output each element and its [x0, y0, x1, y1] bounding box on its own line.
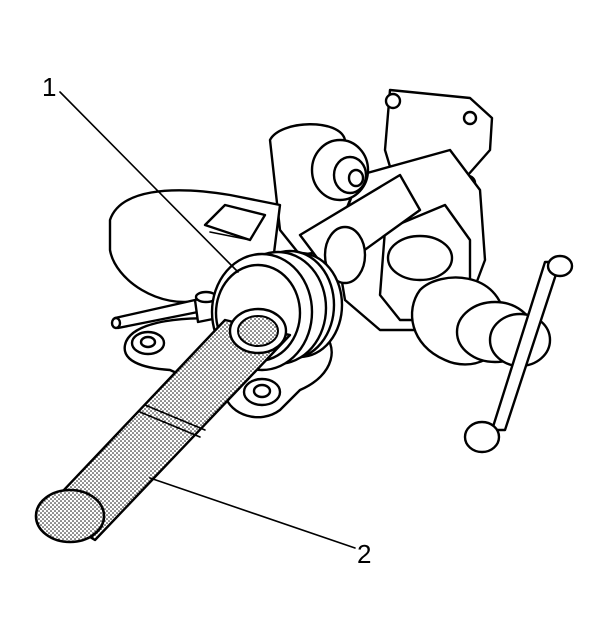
callout-label-2: 2	[357, 539, 371, 569]
leader-line-2	[149, 477, 356, 549]
bracket-housing	[268, 123, 422, 285]
vise-body	[333, 88, 574, 454]
callout-label-1: 1	[42, 72, 56, 102]
installer-tool	[34, 307, 292, 544]
leader-line-1	[59, 91, 239, 273]
